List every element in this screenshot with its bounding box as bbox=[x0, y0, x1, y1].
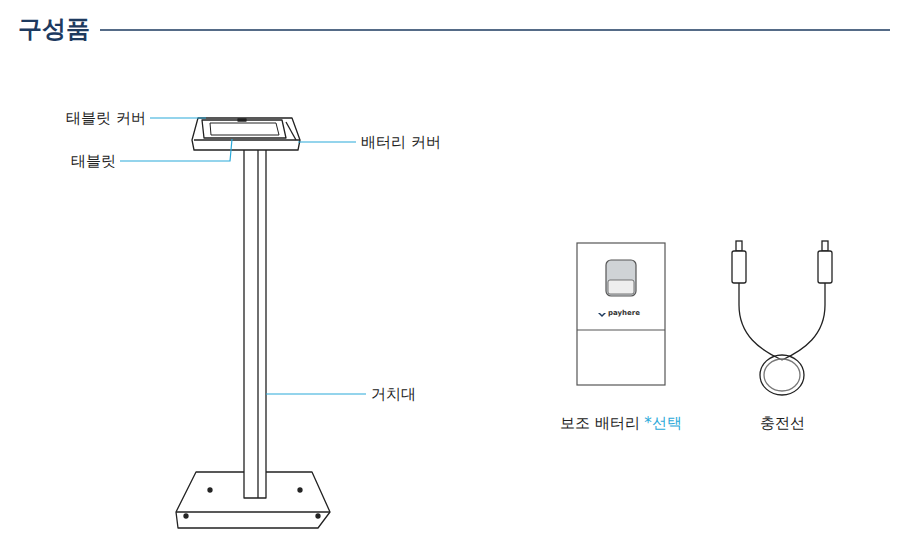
brand-logo: payhere bbox=[608, 309, 640, 318]
part-label: 보조 배터리 bbox=[560, 414, 640, 432]
part-label: 거치대 bbox=[371, 385, 416, 403]
title-rule bbox=[100, 29, 890, 31]
charging-cable bbox=[732, 241, 832, 395]
battery-package bbox=[577, 243, 665, 385]
leader-lines bbox=[120, 118, 366, 394]
part-label: 충전선 bbox=[760, 414, 805, 432]
stand-drawing bbox=[176, 118, 330, 528]
section-title: 구성품 bbox=[18, 14, 100, 44]
optional-note: *선택 bbox=[644, 414, 682, 432]
part-label: 배터리 커버 bbox=[361, 133, 441, 151]
part-label: 태블릿 bbox=[71, 152, 116, 170]
part-label: 태블릿 커버 bbox=[66, 109, 146, 127]
